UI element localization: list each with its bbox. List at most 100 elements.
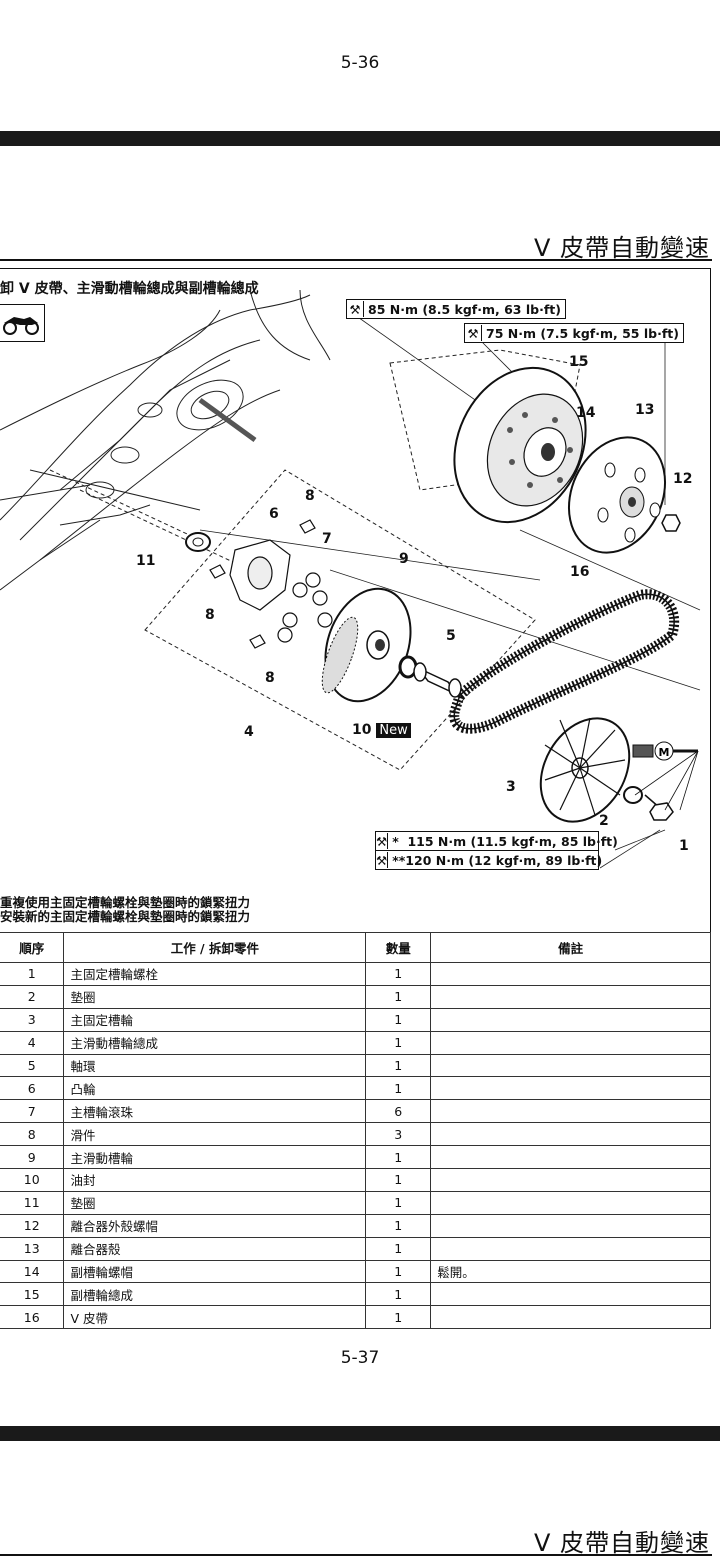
cell-remarks [430, 1282, 711, 1307]
col-header-qty: 數量 [365, 932, 432, 963]
new-badge: New [376, 723, 411, 738]
cell-order: 10 [0, 1168, 65, 1192]
section-rule [0, 259, 712, 261]
cell-part: 主固定槽輪 [63, 1007, 367, 1032]
callout-13: 13 [635, 402, 655, 418]
exploded-diagram: M [0, 290, 701, 869]
cell-part: 離合器殼 [63, 1236, 367, 1261]
torque-note-reuse: 重複使用主固定槽輪螺栓與墊圈時的鎖緊扭力 [0, 895, 251, 910]
cell-qty: 1 [365, 1007, 432, 1032]
cell-remarks [430, 1168, 711, 1192]
cell-remarks [430, 1122, 711, 1147]
page-number-bottom: 5-37 [340, 1348, 380, 1368]
page-number-top: 5-36 [340, 53, 380, 73]
cell-part: V 皮帶 [63, 1305, 367, 1330]
section-rule-bottom [0, 1554, 712, 1556]
callout-15: 15 [569, 354, 589, 370]
grease-mark: M [659, 746, 670, 759]
wrench-icon: ⚒ [465, 325, 482, 341]
wrench-icon: ⚒ [376, 852, 389, 868]
cell-qty: 1 [365, 1145, 432, 1170]
cell-remarks [430, 1305, 711, 1330]
cell-order: 9 [0, 1145, 65, 1170]
cell-remarks [430, 1030, 711, 1055]
cell-order: 8 [0, 1122, 65, 1147]
callout-14: 14 [576, 405, 596, 421]
cell-qty: 1 [365, 1282, 432, 1307]
cell-remarks [430, 1076, 711, 1101]
cell-part: 主槽輪滾珠 [63, 1099, 367, 1124]
callout-1: 1 [679, 838, 689, 854]
cell-part: 主滑動槽輪總成 [63, 1030, 367, 1055]
cell-remarks [430, 962, 711, 986]
cell-qty: 1 [365, 1236, 432, 1261]
cell-order: 16 [0, 1305, 65, 1330]
cell-remarks [430, 1099, 711, 1124]
diagram-frame [0, 268, 711, 933]
cell-part: 墊圈 [63, 984, 367, 1009]
motorcycle-icon [0, 304, 45, 342]
header-bar [0, 131, 720, 146]
cell-order: 14 [0, 1259, 65, 1284]
cell-qty: 1 [365, 1076, 432, 1101]
cell-order: 12 [0, 1213, 65, 1238]
cell-order: 5 [0, 1053, 65, 1078]
cell-order: 4 [0, 1030, 65, 1055]
callout-11: 11 [136, 553, 156, 569]
cell-qty: 3 [365, 1122, 432, 1147]
callout-4: 4 [244, 724, 254, 740]
cell-order: 3 [0, 1007, 65, 1032]
cell-order: 7 [0, 1099, 65, 1124]
cell-qty: 1 [365, 1168, 432, 1192]
cell-remarks [430, 1190, 711, 1215]
cell-order: 6 [0, 1076, 65, 1101]
section-title: V 皮帶自動變速 [533, 234, 710, 262]
footer-bar [0, 1426, 720, 1441]
callout-8-top: 8 [305, 488, 315, 504]
callout-8-left: 8 [205, 607, 215, 623]
cell-order: 2 [0, 984, 65, 1009]
callout-8-bottom: 8 [265, 670, 275, 686]
callout-5: 5 [446, 628, 456, 644]
cell-part: 副槽輪總成 [63, 1282, 367, 1307]
cell-remarks [430, 984, 711, 1009]
cell-part: 滑件 [63, 1122, 367, 1147]
cell-part: 凸輪 [63, 1076, 367, 1101]
cell-part: 主滑動槽輪 [63, 1145, 367, 1170]
cell-remarks: 鬆開。 [430, 1259, 711, 1284]
col-header-part: 工作 / 拆卸零件 [63, 932, 367, 963]
torque-spec-115: ⚒* 115 N·m (11.5 kgf·m, 85 lb·ft) [375, 831, 618, 851]
cell-part: 墊圈 [63, 1190, 367, 1215]
callout-6: 6 [269, 506, 279, 522]
diagram-subtitle: 卸 V 皮帶、主滑動槽輪總成與副槽輪總成 [0, 281, 259, 297]
cell-remarks [430, 1007, 711, 1032]
cell-remarks [430, 1053, 711, 1078]
callout-7: 7 [322, 531, 332, 547]
cell-qty: 1 [365, 1305, 432, 1330]
cell-remarks [430, 1145, 711, 1170]
cell-part: 油封 [63, 1168, 367, 1192]
callout-3: 3 [506, 779, 516, 795]
cell-qty: 1 [365, 984, 432, 1009]
torque-note-new: 安裝新的主固定槽輪螺栓與墊圈時的鎖緊扭力 [0, 909, 251, 924]
cell-qty: 1 [365, 1259, 432, 1284]
col-header-order: 順序 [0, 932, 65, 963]
wrench-icon: ⚒ [376, 833, 389, 849]
cell-qty: 1 [365, 1213, 432, 1238]
torque-spec-120: ⚒**120 N·m (12 kgf·m, 89 lb·ft) [375, 850, 602, 870]
callout-12: 12 [673, 471, 693, 487]
